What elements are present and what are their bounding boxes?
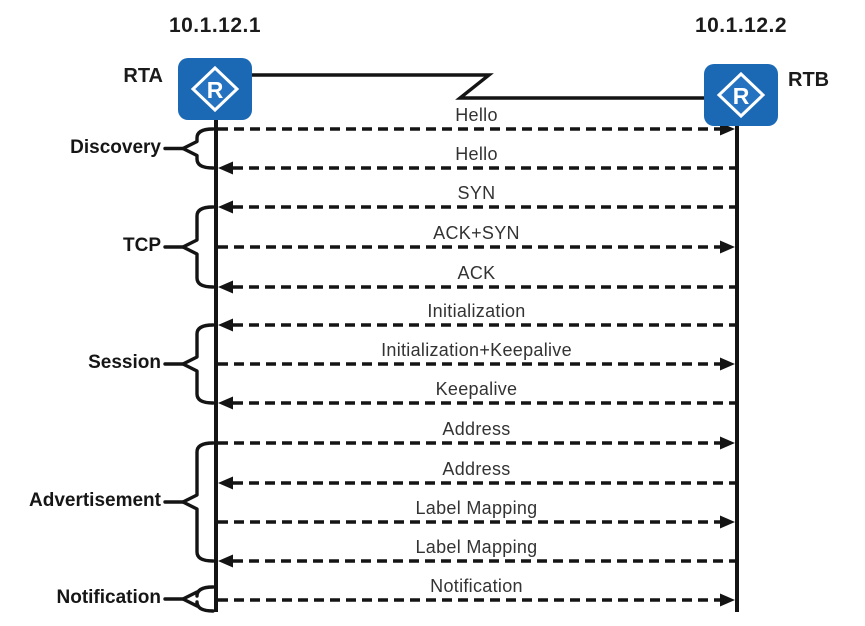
phase-label: Notification	[56, 587, 162, 608]
message-label: Label Mapping	[415, 498, 538, 518]
phase-brace	[181, 323, 215, 405]
phase-brace	[181, 585, 215, 613]
router-ip-rta: 10.1.12.1	[168, 14, 262, 37]
phase-brace	[181, 205, 215, 289]
router-name-rtb: RTB	[788, 69, 830, 91]
router-icon-letter: R	[733, 83, 750, 109]
message-label: Hello	[455, 144, 498, 164]
phase-label: Advertisement	[29, 490, 161, 511]
message-label: Notification	[430, 576, 523, 596]
router-icon-rta: R	[178, 58, 252, 120]
arrowhead-right-icon	[720, 240, 735, 254]
router-diamond-icon	[716, 71, 766, 119]
arrowhead-right-icon	[720, 593, 735, 607]
router-diamond-icon	[190, 65, 240, 113]
phase-braces	[163, 127, 215, 613]
arrowhead-left-icon	[218, 200, 233, 214]
arrowhead-right-icon	[720, 357, 735, 371]
arrowhead-left-icon	[218, 161, 233, 175]
message-arrows	[218, 122, 735, 607]
router-ip-rtb: 10.1.12.2	[694, 14, 788, 37]
phase-label: TCP	[123, 235, 161, 256]
phase-brace	[181, 127, 215, 170]
phase-brace	[181, 441, 215, 563]
message-label: ACK	[457, 263, 496, 283]
message-label: Address	[442, 459, 511, 479]
arrowhead-left-icon	[218, 318, 233, 332]
router-name-rta: RTA	[123, 65, 163, 87]
message-label: Initialization	[427, 301, 526, 321]
router-icon-rtb: R	[704, 64, 778, 126]
arrowhead-left-icon	[218, 554, 233, 568]
arrowhead-left-icon	[218, 476, 233, 490]
message-label: ACK+SYN	[433, 223, 520, 243]
phase-label: Session	[88, 352, 161, 373]
message-label: Address	[442, 419, 511, 439]
link-line	[252, 73, 706, 100]
message-label: Hello	[455, 105, 498, 125]
router-icon-letter: R	[207, 77, 224, 103]
arrowhead-right-icon	[720, 515, 735, 529]
arrowhead-right-icon	[720, 436, 735, 450]
message-label: Keepalive	[435, 379, 518, 399]
message-label: SYN	[457, 183, 496, 203]
arrowhead-left-icon	[218, 280, 233, 294]
message-label: Label Mapping	[415, 537, 538, 557]
arrowhead-left-icon	[218, 396, 233, 410]
message-label: Initialization+Keepalive	[381, 340, 572, 360]
phase-label: Discovery	[70, 136, 161, 158]
